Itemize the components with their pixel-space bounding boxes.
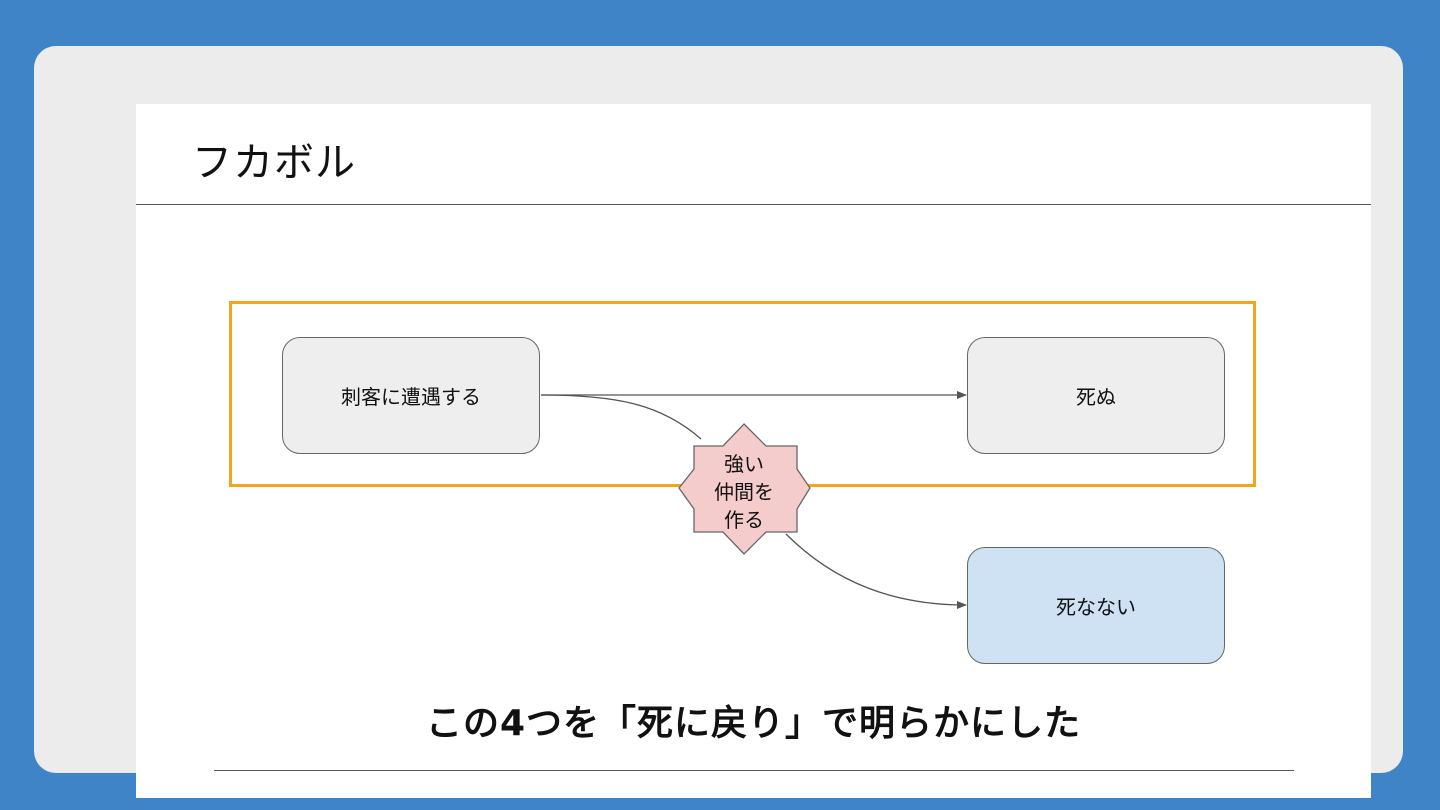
condition-line-1: 強い — [724, 452, 764, 476]
node-die-label: 死ぬ — [1076, 385, 1116, 409]
slide-frame: フカボル 刺客に遭遇する 死ぬ 死なない 強い 仲間を 作る — [34, 46, 1403, 798]
edge-encounter-to-condition — [540, 394, 702, 440]
bottom-divider — [214, 770, 1294, 771]
diagram-connectors — [540, 391, 967, 609]
node-encounter: 刺客に遭遇する — [282, 337, 540, 454]
condition-label: 強い 仲間を 作る — [679, 445, 809, 539]
condition-line-2: 仲間を — [714, 480, 774, 504]
slide-title: フカボル — [192, 140, 356, 186]
condition-line-3: 作る — [724, 508, 764, 532]
node-die: 死ぬ — [967, 337, 1225, 454]
condition-star-shape — [678, 423, 811, 555]
slide-canvas: フカボル 刺客に遭遇する 死ぬ 死なない 強い 仲間を 作る — [136, 104, 1371, 798]
title-divider — [136, 204, 1371, 205]
node-encounter-label: 刺客に遭遇する — [341, 385, 481, 409]
edge-condition-to-survive — [785, 533, 967, 609]
node-survive: 死なない — [967, 547, 1225, 664]
node-survive-label: 死なない — [1056, 595, 1136, 619]
conclusion-text: この4つを「死に戻り」で明らかにした — [425, 703, 1082, 744]
